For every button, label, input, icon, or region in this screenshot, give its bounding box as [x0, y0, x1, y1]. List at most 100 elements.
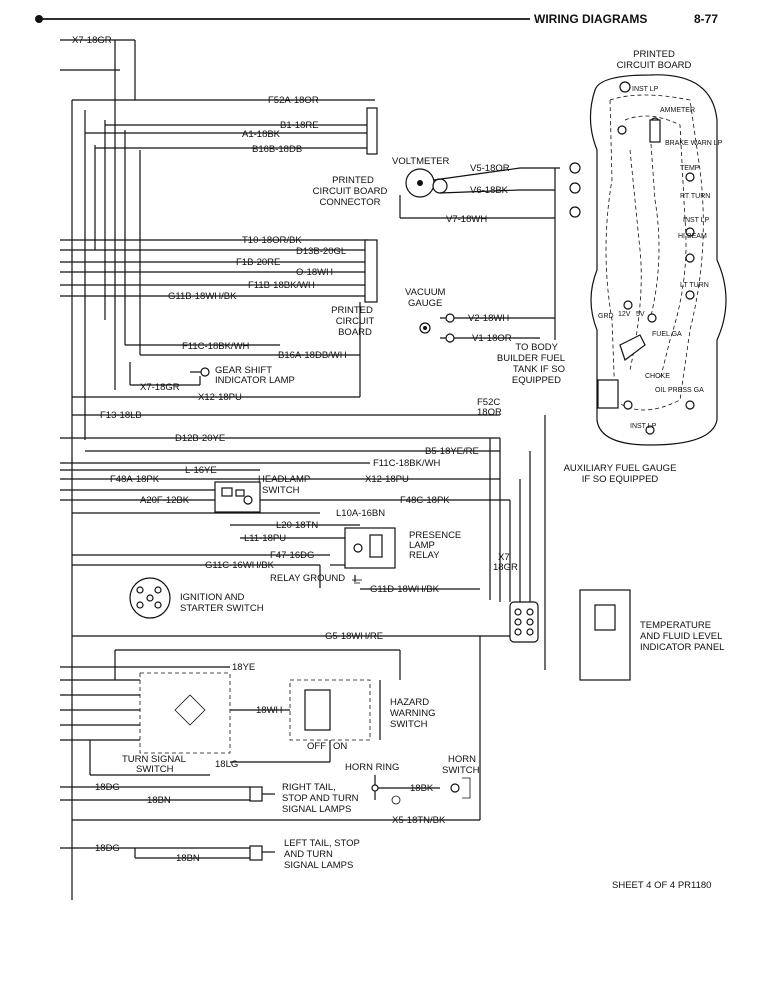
pcb-connector-wires — [72, 99, 378, 155]
wire-label-v2: V2-18WH — [468, 313, 509, 324]
wire-label-g11d: G11D-18WH/BK — [370, 584, 440, 595]
wire-label-l11: L11-18PU — [244, 533, 286, 544]
wire-label-f13: F13-18LB — [100, 410, 142, 421]
wire-label-x12-top: X12-18PU — [198, 392, 242, 403]
wire-label-g11c: G11C-16WH/BK — [205, 560, 275, 571]
wire-label-b1: B1-18RE — [280, 120, 319, 131]
header-bullet — [35, 15, 43, 23]
wire-label-18dg-b: 18DG — [95, 843, 120, 854]
wire-label-a1: A1-18BK — [242, 129, 281, 140]
pcb-label-8: FUEL GA — [652, 331, 682, 338]
wire-label-f47: F47-16DG — [270, 550, 314, 561]
left-trunk — [60, 39, 141, 900]
page-title: WIRING DIAGRAMS — [534, 12, 647, 26]
wire-label-f11c-top: F11C-18BK/WH — [182, 341, 250, 352]
page-number: 8-77 — [694, 12, 718, 26]
wire-label-x5: X5-18TN/BK — [392, 815, 446, 826]
wire-label-l10a: L10A-16BN — [336, 508, 385, 519]
gear-shift-lamp-icon — [200, 367, 210, 377]
voltmeter: VOLTMETER — [392, 156, 521, 219]
wire-label-x7-top: X7-18GR — [72, 35, 112, 46]
turn-signal-switch — [139, 672, 231, 754]
wire-label-f52a: F52A-18OR — [268, 95, 319, 106]
wire-label-18dg-a: 18DG — [95, 782, 120, 793]
wire-label-18lg: 18LG — [215, 759, 238, 770]
hazard-turn-area — [60, 649, 401, 776]
pcb-label-4: HI BEAM — [678, 233, 707, 240]
pcb-connector — [366, 107, 378, 155]
pcb-label-6: INST LP — [683, 217, 710, 224]
wire-label-f48c: F48C-18PK — [400, 495, 450, 506]
mid-wires-a — [72, 302, 500, 416]
left-tail-wires — [60, 845, 275, 861]
wire-label-l16ye: L-16YE — [185, 465, 217, 476]
voltmeter-to-pcb — [520, 162, 581, 340]
wire-label-f11c: F11C-18BK/WH — [373, 458, 441, 469]
pcb-block-wires — [60, 239, 378, 303]
right-tail-wires — [60, 636, 481, 821]
wire-label-x7-mid: X7-18GR — [140, 382, 180, 393]
wire-label-18bn-b: 18BN — [176, 853, 200, 864]
wire-label-v6: V6-18BK — [470, 185, 509, 196]
multi-connector — [499, 415, 546, 670]
pcb-label-13: 12V — [618, 311, 631, 318]
horn-ring-label: HORN RING — [345, 762, 399, 773]
wire-label-18ye: 18YE — [232, 662, 255, 673]
wire-label-a20f: A20F-12BK — [140, 495, 190, 506]
wire-label-b16b: B16B-18DB — [252, 144, 302, 155]
wire-label-18bn-a: 18BN — [147, 795, 171, 806]
pcb-label-9: OIL PRESS GA — [655, 387, 704, 394]
pcb-label-2: BRAKE WARN LP — [665, 140, 723, 147]
pcb-label-12: GRD — [598, 313, 614, 320]
wire-label-18wh: 18WH — [256, 705, 283, 716]
wire-label-d12b: D12B-20YE — [175, 433, 225, 444]
pcb-label-1: AMMETER — [660, 107, 695, 114]
sheet-footer: SHEET 4 OF 4 PR1180 — [612, 880, 711, 891]
page-header: WIRING DIAGRAMS 8-77 — [35, 12, 718, 26]
on-label: ON — [333, 741, 347, 752]
relay-ground-label: RELAY GROUND — [270, 573, 345, 584]
pcb-label-3: TEMP — [680, 165, 700, 172]
pcb-label-10: CHOKE — [645, 373, 670, 380]
wire-label-f1b: F1B-20RE — [236, 257, 280, 268]
wire-label-b5: B5-18YE/RE — [425, 446, 479, 457]
wire-label-d13b: D13B-20GL — [296, 246, 346, 257]
wire-label-g11b: G11B-18WH/BK — [168, 291, 237, 302]
wire-label-v7: V7-18WH — [446, 214, 487, 225]
voltmeter-label: VOLTMETER — [392, 156, 449, 167]
wire-label-b16a: B16A-18DB/WH — [278, 350, 347, 361]
off-label: OFF — [307, 741, 326, 752]
wire-label-v5: V5-18OR — [470, 163, 510, 174]
wire-label-l20: L20-18TN — [276, 520, 318, 531]
wire-label-x12: X12-18PU — [365, 474, 409, 485]
wire-label-g5: G5-18WH/RE — [325, 631, 383, 642]
wire-label-18bk: 18BK — [410, 783, 434, 794]
pcb-label-7: LT TURN — [680, 282, 709, 289]
pcb-block — [364, 239, 378, 303]
wire-label-t10: T10-18OR/BK — [242, 235, 302, 246]
